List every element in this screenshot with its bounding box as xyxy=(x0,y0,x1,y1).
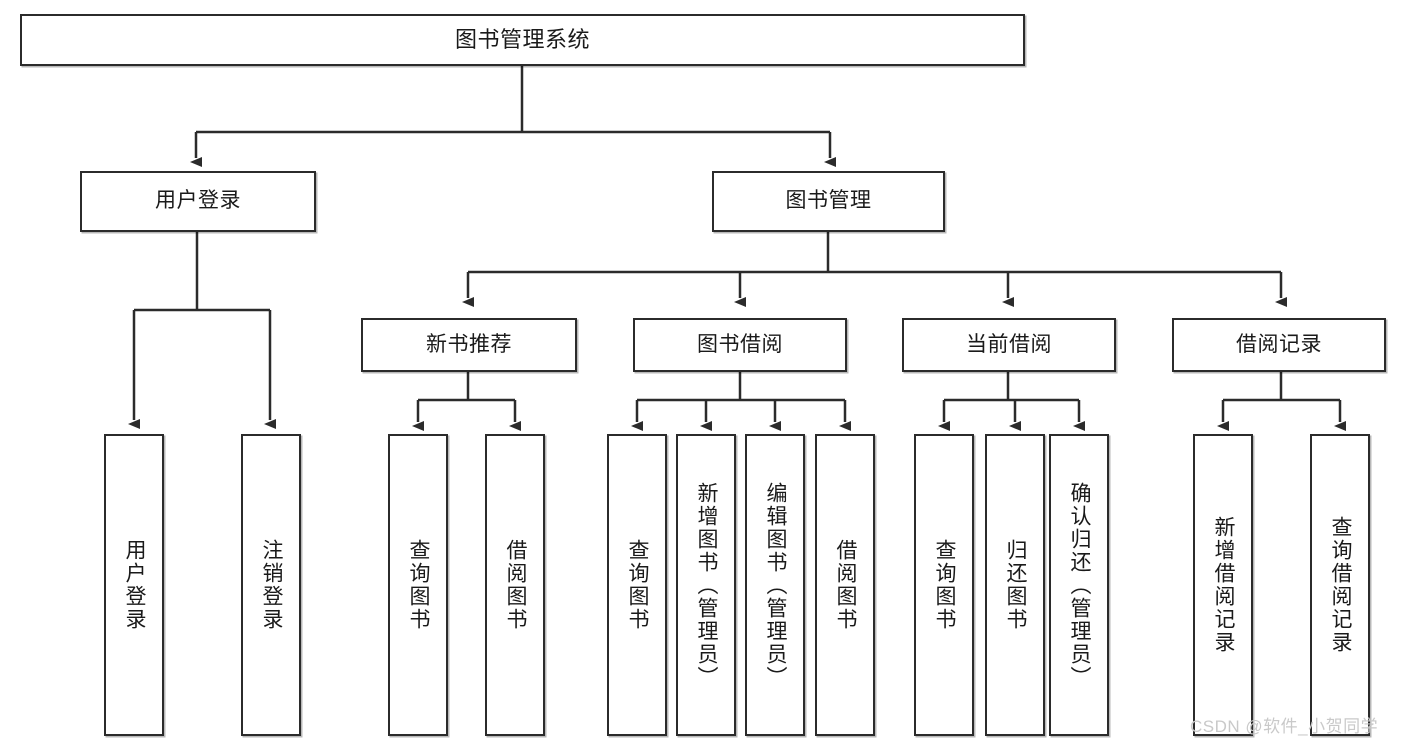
leaf-return-book[interactable]: 归还图书 xyxy=(985,434,1045,736)
node-label: 查询图书 xyxy=(933,539,957,631)
node-label: 图书借阅 xyxy=(697,332,783,356)
leaf-confirm-return-admin[interactable]: 确认归还（管理员） xyxy=(1049,434,1109,736)
node-borrow-record[interactable]: 借阅记录 xyxy=(1172,318,1386,372)
node-label: 借阅记录 xyxy=(1236,332,1322,356)
node-label: 查询图书 xyxy=(407,539,431,631)
node-label: 编辑图书（管理员） xyxy=(764,481,788,689)
node-label: 新增借阅记录 xyxy=(1212,516,1236,654)
node-label: 图书管理 xyxy=(785,189,872,213)
node-label: 归还图书 xyxy=(1004,539,1028,631)
leaf-add-borrow-record[interactable]: 新增借阅记录 xyxy=(1193,434,1253,736)
node-label: 注销登录 xyxy=(260,539,284,631)
node-label: 新书推荐 xyxy=(426,332,512,356)
node-label: 新增图书（管理员） xyxy=(695,481,719,689)
node-label: 用户登录 xyxy=(155,189,241,213)
leaf-query-borrow-record[interactable]: 查询借阅记录 xyxy=(1310,434,1370,736)
node-book-management[interactable]: 图书管理 xyxy=(712,171,945,232)
node-label: 借阅图书 xyxy=(834,539,858,631)
leaf-logout[interactable]: 注销登录 xyxy=(241,434,301,736)
node-current-borrow[interactable]: 当前借阅 xyxy=(902,318,1116,372)
node-new-book-recommend[interactable]: 新书推荐 xyxy=(361,318,577,372)
leaf-add-book-admin[interactable]: 新增图书（管理员） xyxy=(676,434,736,736)
node-book-borrow[interactable]: 图书借阅 xyxy=(633,318,847,372)
node-user-login[interactable]: 用户登录 xyxy=(80,171,316,232)
node-label: 图书管理系统 xyxy=(454,27,590,53)
leaf-edit-book-admin[interactable]: 编辑图书（管理员） xyxy=(745,434,805,736)
node-label: 当前借阅 xyxy=(966,332,1052,356)
node-label: 确认归还（管理员） xyxy=(1068,481,1092,689)
node-label: 借阅图书 xyxy=(504,539,528,631)
node-label: 查询借阅记录 xyxy=(1329,516,1353,654)
leaf-borrow-book-recommend[interactable]: 借阅图书 xyxy=(485,434,545,736)
node-root-book-management-system[interactable]: 图书管理系统 xyxy=(20,14,1025,66)
node-label: 用户登录 xyxy=(123,539,147,631)
leaf-user-login[interactable]: 用户登录 xyxy=(104,434,164,736)
leaf-query-book-current[interactable]: 查询图书 xyxy=(914,434,974,736)
leaf-query-book-recommend[interactable]: 查询图书 xyxy=(388,434,448,736)
watermark: CSDN @软件_小贺同学 xyxy=(1190,717,1379,736)
leaf-borrow-book[interactable]: 借阅图书 xyxy=(815,434,875,736)
leaf-query-book-borrow[interactable]: 查询图书 xyxy=(607,434,667,736)
node-label: 查询图书 xyxy=(626,539,650,631)
